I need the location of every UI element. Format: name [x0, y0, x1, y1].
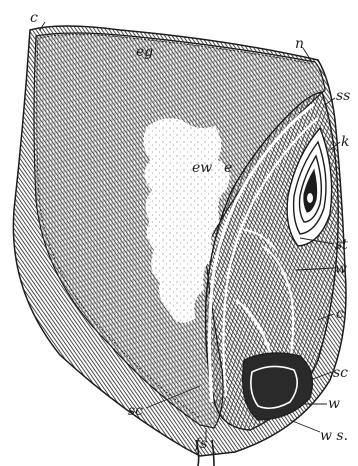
label-e: e	[224, 160, 232, 176]
label-sc-right: sc	[333, 365, 348, 381]
radicle-sheath	[251, 366, 297, 408]
label-k: k	[341, 134, 349, 150]
label-eg: eg	[136, 44, 153, 60]
label-ew: ew	[192, 160, 212, 176]
label-st: st	[335, 237, 348, 253]
label-w-upper: w	[335, 261, 347, 277]
label-c-top: c	[30, 10, 38, 26]
label-sc-left: sc	[128, 403, 143, 419]
label-fs: fs	[194, 436, 207, 452]
label-c-right: c	[336, 306, 344, 322]
label-ss: ss	[336, 88, 350, 104]
label-w-lower: w	[328, 396, 340, 412]
label-ws: w s.	[320, 428, 348, 444]
label-n: n	[295, 36, 304, 52]
